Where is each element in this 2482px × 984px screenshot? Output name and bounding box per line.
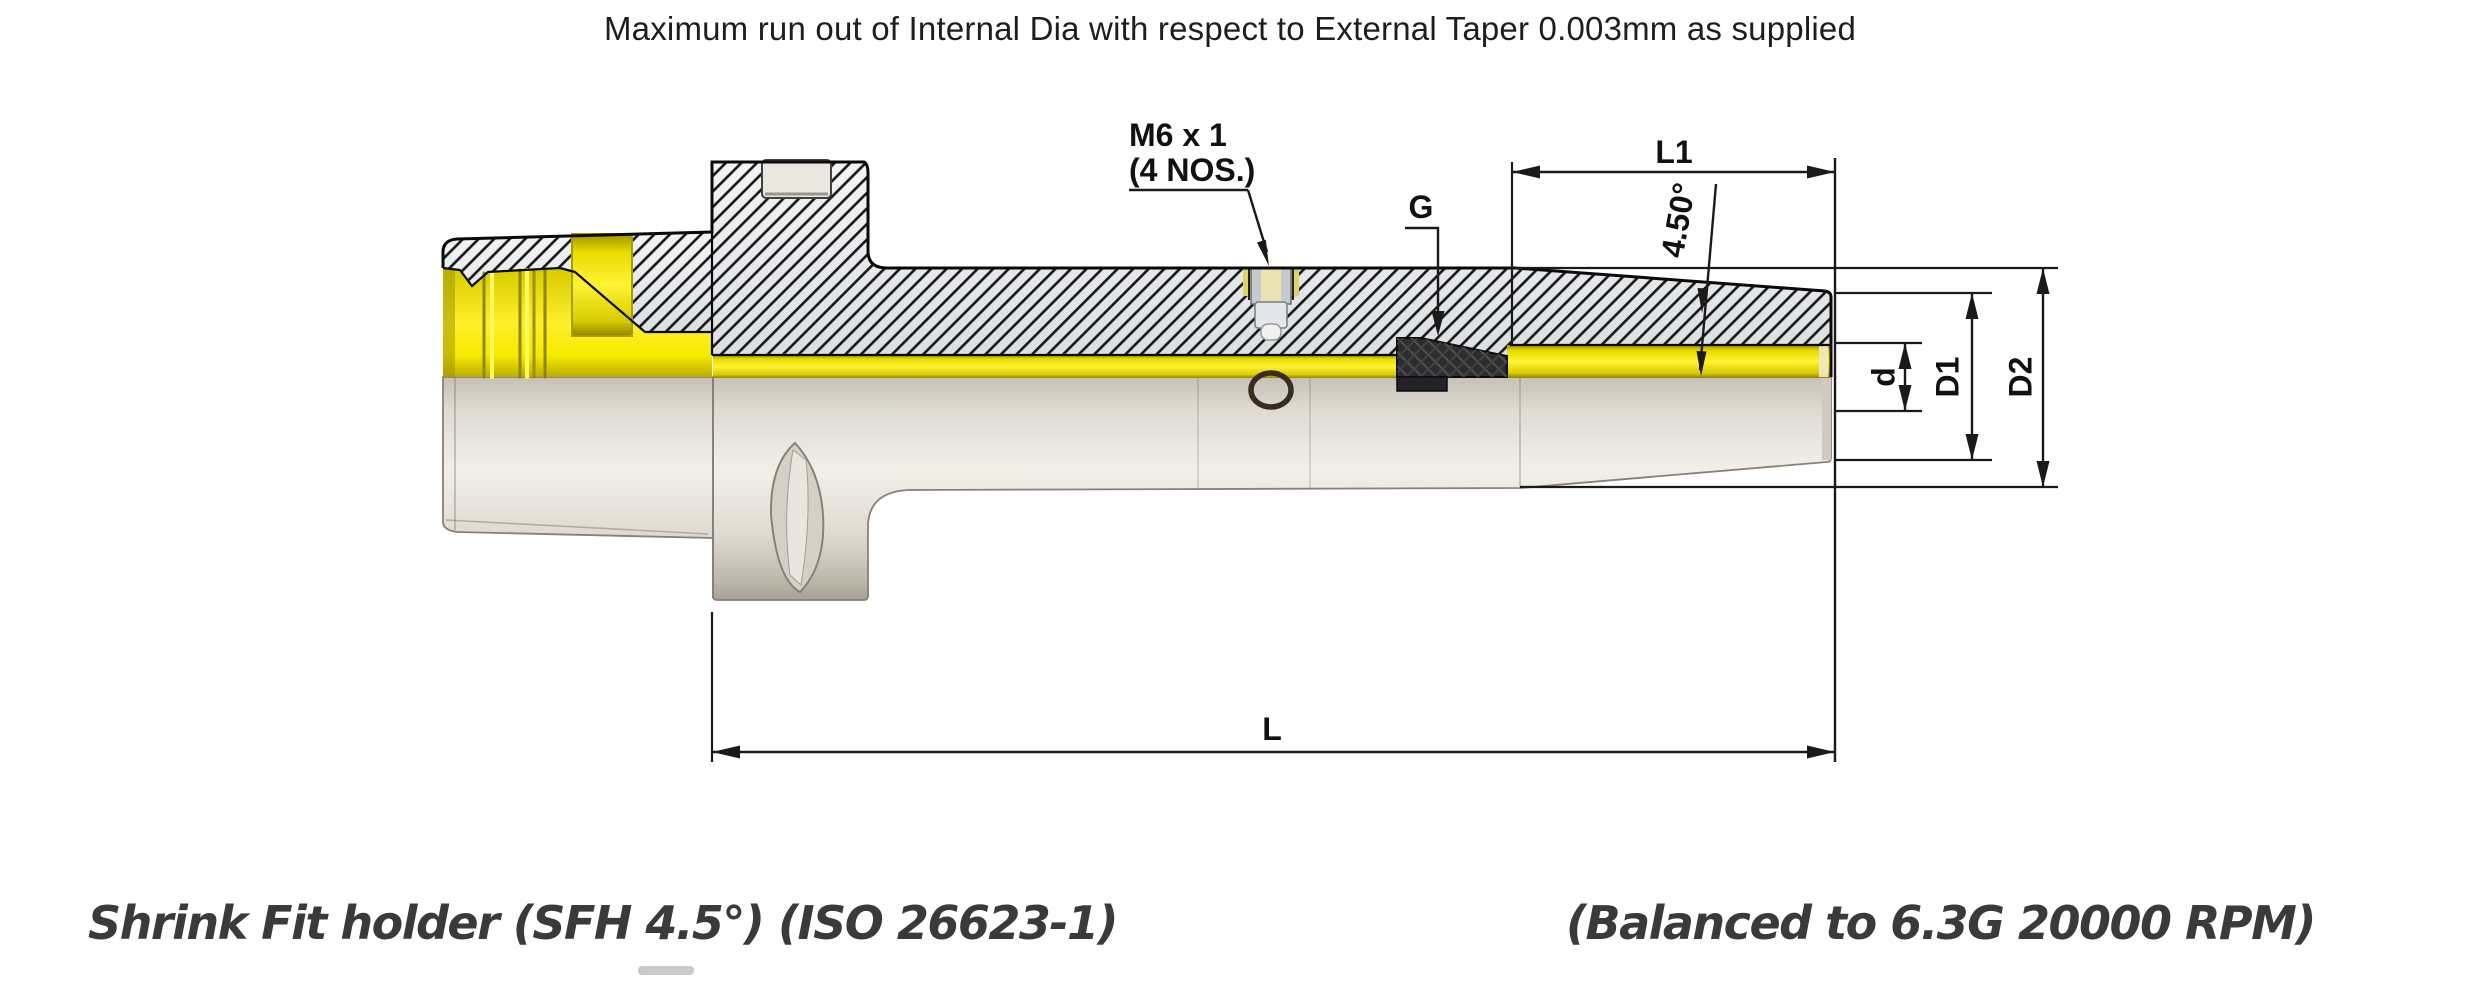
body-section-hatch-lines — [712, 162, 1831, 356]
shrink-bore-stripe — [1507, 345, 1831, 378]
d2-arrow-top — [2036, 268, 2050, 294]
dimension-d2: D2 — [1515, 266, 2058, 489]
l1-arrow-left — [1512, 165, 1540, 179]
l1-arrow-right — [1807, 165, 1835, 179]
l-arrow-left — [712, 745, 740, 759]
d-arrow-top — [1898, 343, 1912, 369]
label-m6-thread: M6 x 1 — [1129, 117, 1227, 153]
taper-leader — [1698, 183, 1718, 371]
thread-block-tab — [1396, 376, 1448, 392]
m6-arrow — [1257, 239, 1269, 266]
outer-profile-outline — [441, 160, 1833, 377]
g-thread-block — [1396, 337, 1508, 392]
main-bore-stripe — [713, 355, 1397, 378]
left-edge-shade — [443, 268, 455, 377]
drawing-note-runout: Maximum run out of Internal Dia with res… — [603, 10, 1857, 47]
drive-slot-face — [786, 449, 809, 586]
d2-arrow-bottom — [2036, 461, 2050, 487]
dimensions: L1 4.50° G M6 x 1 (4 NOS.) — [710, 117, 2058, 762]
dimension-l: L — [710, 612, 1835, 762]
label-d: d — [1865, 367, 1901, 387]
coolant-hole-ring — [1248, 370, 1294, 410]
label-m6-count: (4 NOS.) — [1129, 152, 1255, 188]
shank-section-hatch-lines — [443, 232, 712, 332]
section-hatch-regions — [443, 162, 1831, 356]
coolant-tube-channel — [571, 233, 633, 337]
screw-tip — [1260, 323, 1282, 341]
taper-arrow-bore — [1696, 351, 1707, 376]
label-l: L — [1262, 711, 1282, 747]
tool-external-body — [442, 376, 1832, 601]
g-leader — [1405, 226, 1440, 322]
taper-arrow-surface — [1697, 288, 1708, 313]
logo-remnant-mark — [638, 966, 694, 975]
m6-set-screw — [1243, 267, 1299, 341]
label-taper-angle: 4.50° — [1654, 180, 1702, 260]
balance-caption: (Balanced to 6.3G 20000 RPM) — [1566, 896, 2316, 950]
d-arrow-bottom — [1898, 385, 1912, 411]
label-g: G — [1409, 189, 1434, 225]
flange-top-slot — [761, 159, 832, 199]
screw-socket — [1261, 268, 1281, 302]
shank-bottom-seam — [445, 519, 709, 535]
tip-bore-chamfer — [1819, 346, 1828, 377]
d1-arrow-bottom — [1965, 434, 1979, 460]
label-l1: L1 — [1655, 134, 1692, 170]
label-d2: D2 — [2002, 357, 2038, 398]
dimension-g: G — [1405, 189, 1445, 336]
d1-arrow-top — [1965, 293, 1979, 319]
product-caption: Shrink Fit holder (SFH 4.5°) (ISO 26623-… — [88, 896, 1118, 950]
body-silhouette — [442, 376, 1832, 601]
dimension-m6: M6 x 1 (4 NOS.) — [1129, 117, 1269, 266]
label-d1: D1 — [1929, 357, 1965, 398]
capto-bore-outline — [442, 266, 712, 334]
dimension-d1: D1 — [1835, 291, 1992, 462]
section-outlines — [441, 160, 1833, 377]
l-arrow-right — [1807, 745, 1835, 759]
g-arrow — [1431, 311, 1445, 336]
dimension-d: d — [1835, 341, 1922, 413]
capto-groove-lines — [482, 268, 547, 379]
thread-block-crosshatch — [1397, 338, 1507, 377]
bore-highlights — [443, 233, 1831, 379]
tip-face-shade — [1822, 377, 1831, 460]
